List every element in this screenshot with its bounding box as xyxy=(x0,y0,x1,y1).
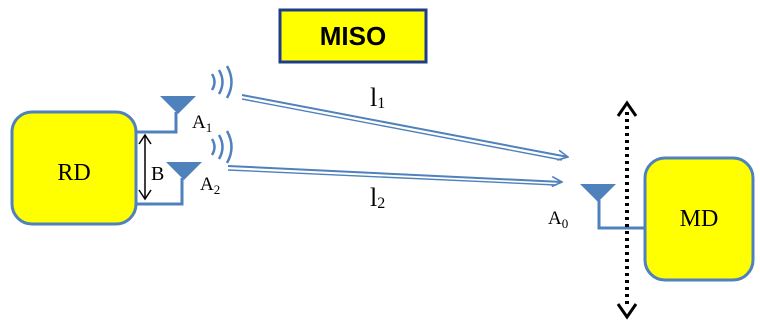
spacing-arrow-bottom xyxy=(138,189,152,201)
link-l1-label: l1 xyxy=(370,83,385,112)
link-l2: l2 xyxy=(227,165,562,212)
link-l2-line-outer xyxy=(227,165,562,182)
rd-label: RD xyxy=(57,160,90,186)
antenna-a1: A1 xyxy=(160,65,233,135)
spacing-arrow-top xyxy=(138,133,152,145)
md-device: MD xyxy=(643,156,755,282)
signal-waves-a1-icon xyxy=(210,65,233,99)
link-l2-label: l2 xyxy=(370,183,385,212)
feed-line-a2 xyxy=(136,178,184,206)
link-l1: l1 xyxy=(241,83,568,161)
antenna-a1-icon xyxy=(160,96,196,114)
rd-box xyxy=(10,110,138,226)
signal-waves-a2-icon xyxy=(210,130,233,164)
title-box: MISO xyxy=(278,8,428,64)
feed-line-a0 xyxy=(597,200,646,230)
movement-arrow-down-icon xyxy=(616,303,638,320)
antenna-a0-label: A0 xyxy=(548,208,568,231)
rd-feed-lines xyxy=(136,112,184,206)
movement-arrow xyxy=(616,100,638,320)
link-l2-line-inner xyxy=(227,169,557,186)
antenna-a2-label: A2 xyxy=(200,174,220,197)
antenna-a1-label: A1 xyxy=(192,112,212,135)
movement-arrow-up-icon xyxy=(616,100,638,117)
rd-device: RD xyxy=(10,110,138,226)
antenna-a0-icon xyxy=(580,184,616,202)
md-label: MD xyxy=(680,206,719,232)
antenna-a2-icon xyxy=(166,162,202,180)
spacing-label: B xyxy=(151,163,164,185)
antenna-a2: A2 xyxy=(166,130,233,197)
link-l1-line-outer xyxy=(241,94,568,157)
antenna-a0: A0 xyxy=(548,184,646,231)
spacing-indicator: B xyxy=(138,133,164,201)
title-text: MISO xyxy=(320,21,386,51)
title-box-frame xyxy=(278,8,428,64)
link-l1-line-inner xyxy=(241,98,563,161)
md-box xyxy=(643,156,755,282)
feed-line-a1 xyxy=(136,112,178,134)
